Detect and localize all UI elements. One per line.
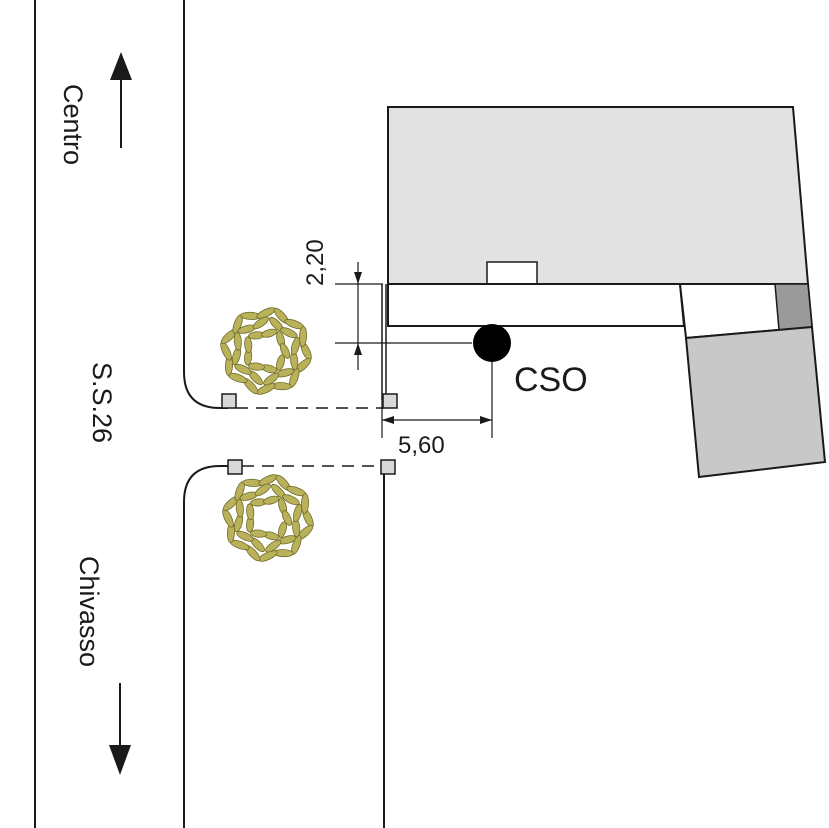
tree-lower <box>222 474 314 562</box>
tree-upper <box>220 307 312 395</box>
tree-leaf <box>233 331 242 351</box>
tree-leaf <box>246 503 255 521</box>
tree-leaf <box>282 494 300 506</box>
tree-leaf <box>279 343 291 359</box>
dim-horizontal-arrow-left <box>382 416 394 424</box>
annex-dark-block <box>774 283 813 331</box>
tree-leaf <box>252 316 269 330</box>
gate-post-lower-left <box>227 459 243 475</box>
annex-building <box>684 325 827 479</box>
tree-leaf <box>248 362 265 371</box>
road-right-edge-upper <box>183 0 228 409</box>
arrow-south-head <box>109 745 131 775</box>
tree-leaf <box>234 363 252 375</box>
direction-label-centro: Centro <box>58 84 88 165</box>
tree-leaf <box>292 503 303 523</box>
cso-marker <box>473 324 511 362</box>
tree-leaf <box>250 529 267 538</box>
dim-horizontal-arrow-right <box>480 416 492 424</box>
dim-horizontal-label: 5,60 <box>398 432 445 459</box>
direction-label-chivasso: Chivasso <box>74 556 104 667</box>
dim-vertical-arrow-bottom <box>354 343 362 355</box>
tree-leaf <box>280 327 298 339</box>
tree-leaf <box>222 508 234 528</box>
main-building <box>387 106 810 285</box>
tree-leaf <box>281 510 293 526</box>
gate-post-upper-left <box>221 393 237 409</box>
road-name-label: S.S.26 <box>87 362 117 443</box>
tree-leaf <box>261 328 278 338</box>
tree-leaf <box>263 495 280 505</box>
tree-leaf <box>244 336 253 354</box>
tree-leaf <box>220 341 232 361</box>
tree-leaf <box>235 498 244 518</box>
passage-strip <box>387 283 686 327</box>
cso-label: CSO <box>514 361 588 399</box>
tree-leaf <box>290 336 301 356</box>
tree-leaf <box>265 539 282 553</box>
tree-leaf <box>254 483 271 497</box>
arrow-north-head <box>110 52 132 80</box>
building-door <box>486 261 538 285</box>
tree-leaf <box>298 326 308 347</box>
road-right-edge-lower <box>183 465 228 828</box>
dim-vertical-label: 2,20 <box>302 239 329 286</box>
dim-vertical-arrow-top <box>354 272 362 284</box>
tree-leaf <box>236 530 254 542</box>
tree-leaf <box>300 493 310 514</box>
gate-post-lower-right <box>380 459 396 475</box>
tree-leaf <box>263 372 280 386</box>
gate-post-upper-right <box>382 393 398 409</box>
